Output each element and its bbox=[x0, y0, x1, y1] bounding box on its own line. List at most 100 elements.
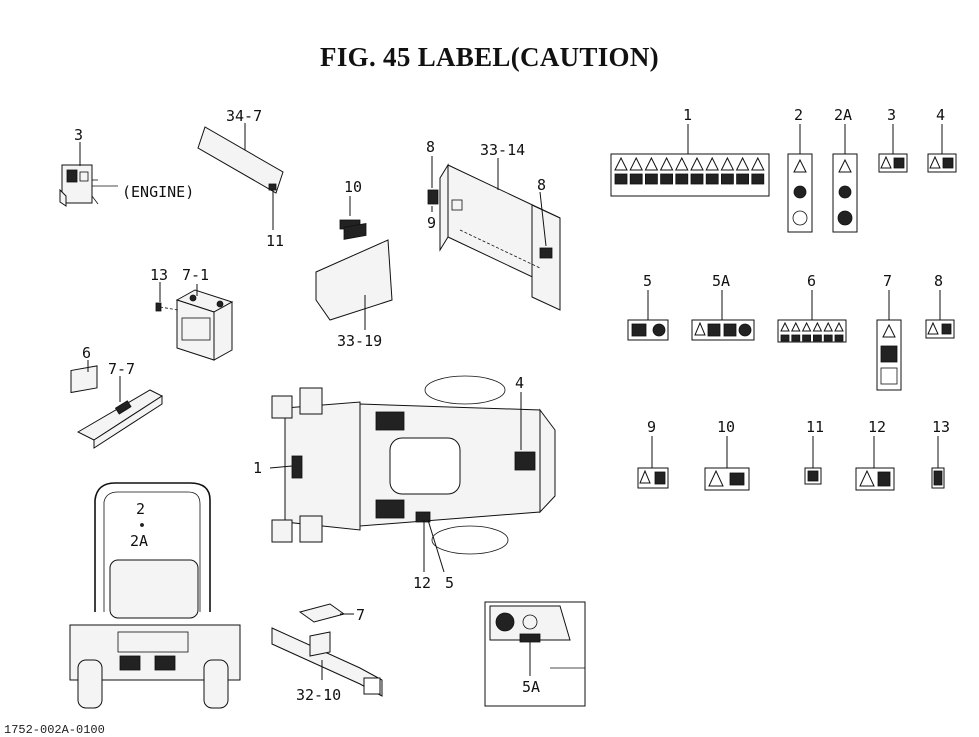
key-2a-number: 2A bbox=[834, 106, 852, 124]
tray-label bbox=[114, 400, 132, 415]
callout-7-1: 7-1 bbox=[182, 266, 209, 284]
callout-mower-1: 1 bbox=[253, 459, 262, 477]
detail-label-5a bbox=[519, 633, 541, 643]
label-key-1: 1 bbox=[610, 106, 770, 197]
engine-bracket bbox=[59, 188, 67, 207]
battery-terminal-a bbox=[189, 294, 197, 302]
mower-deck bbox=[284, 401, 361, 531]
callout-33-19: 33-19 bbox=[337, 332, 382, 350]
callout-10: 10 bbox=[344, 178, 362, 196]
warning-triangle-icon bbox=[801, 321, 812, 332]
mower-label-12 bbox=[415, 511, 431, 523]
callout-34-7: 34-7 bbox=[226, 107, 262, 125]
pictogram-icon bbox=[780, 334, 790, 342]
callout-detail-5a: 5A bbox=[522, 678, 540, 696]
warning-triangle-icon bbox=[674, 156, 689, 171]
key-10-number: 10 bbox=[717, 418, 735, 436]
caster-front-bottom bbox=[271, 519, 293, 543]
label-key-2: 2 bbox=[787, 106, 813, 233]
pictogram-icon bbox=[813, 334, 822, 342]
engine-cap bbox=[79, 171, 89, 182]
mower-label-1 bbox=[291, 455, 303, 479]
tray-group: 6 7-7 bbox=[70, 344, 164, 449]
rear-seat bbox=[109, 559, 199, 619]
panel-label-11 bbox=[268, 183, 277, 191]
key-8-number: 8 bbox=[934, 272, 943, 290]
label-key-8: 8 bbox=[925, 272, 955, 339]
callout-6: 6 bbox=[82, 344, 91, 362]
key-1-number: 1 bbox=[683, 106, 692, 124]
callout-frame-9: 9 bbox=[427, 214, 436, 232]
panel-plate bbox=[197, 126, 284, 194]
key-2-number: 2 bbox=[794, 106, 803, 124]
rops-bar bbox=[94, 482, 211, 612]
pictogram-icon bbox=[705, 173, 719, 185]
callout-32-10: 32-10 bbox=[296, 686, 341, 704]
warning-triangle-icon bbox=[659, 156, 674, 171]
label-key-11: 11 bbox=[804, 418, 824, 485]
label-key-12: 12 bbox=[855, 418, 895, 491]
pictogram-icon bbox=[791, 334, 801, 342]
key-4-number: 4 bbox=[936, 106, 945, 124]
key-5-number: 5 bbox=[643, 272, 652, 290]
panel-34-7: 34-7 11 bbox=[197, 107, 284, 250]
cover-plate bbox=[315, 239, 393, 321]
warning-triangle-icon bbox=[629, 156, 644, 171]
key-5a-number: 5A bbox=[712, 272, 730, 290]
label-key-7: 7 bbox=[876, 272, 902, 391]
callout-mower-5: 5 bbox=[445, 574, 454, 592]
label-key-2a: 2A bbox=[832, 106, 858, 233]
detail-5a-box: 5A bbox=[484, 601, 586, 707]
rear-body bbox=[69, 624, 241, 681]
wheel-rear-bottom bbox=[431, 525, 509, 555]
bracket-group: 7 32-10 bbox=[271, 603, 383, 704]
warning-triangle-icon bbox=[834, 321, 844, 332]
pictogram-icon bbox=[751, 173, 765, 185]
battery-label bbox=[181, 317, 211, 341]
label-key-6: 6 bbox=[777, 272, 847, 343]
label-8-left bbox=[427, 189, 439, 205]
detail-frame bbox=[484, 601, 586, 707]
engine-group: 3 (ENGINE) bbox=[59, 126, 194, 207]
key-12-number: 12 bbox=[868, 418, 886, 436]
key-11-number: 11 bbox=[806, 418, 824, 436]
label-7-sheet bbox=[298, 603, 346, 623]
warning-triangle-icon bbox=[790, 321, 801, 332]
cover-group: 10 33-19 bbox=[315, 178, 393, 350]
mower-lever-bottom bbox=[375, 499, 405, 519]
rear-wheel-left bbox=[77, 659, 103, 709]
callout-7-7: 7-7 bbox=[108, 360, 135, 378]
callout-rops-2a: 2A bbox=[130, 532, 148, 550]
pictogram-icon bbox=[614, 173, 628, 185]
callout-battery-13: 13 bbox=[150, 266, 168, 284]
key-9-number: 9 bbox=[647, 418, 656, 436]
callout-rops-2: 2 bbox=[136, 500, 145, 518]
label-key-5: 5 bbox=[627, 272, 669, 341]
warning-triangle-icon bbox=[812, 321, 823, 332]
mower-label-4 bbox=[514, 451, 536, 471]
pictogram-icon bbox=[660, 173, 673, 185]
battery-side bbox=[213, 301, 233, 361]
mower-seat bbox=[389, 437, 461, 495]
callout-33-14: 33-14 bbox=[480, 141, 525, 159]
warning-triangle-icon bbox=[644, 156, 659, 171]
callout-mower-4: 4 bbox=[515, 374, 524, 392]
callout-engine-3: 3 bbox=[74, 126, 83, 144]
label-6-sheet bbox=[70, 365, 98, 394]
label-key-10: 10 bbox=[704, 418, 750, 491]
bracket-beam bbox=[271, 627, 383, 697]
key-7-number: 7 bbox=[883, 272, 892, 290]
callout-mower-12: 12 bbox=[413, 574, 431, 592]
cover-label bbox=[343, 222, 367, 240]
warning-triangle-icon bbox=[750, 156, 765, 171]
pictogram-icon bbox=[675, 173, 689, 185]
key-3-number: 3 bbox=[887, 106, 896, 124]
key-6-number: 6 bbox=[807, 272, 816, 290]
rops-label-point bbox=[140, 523, 144, 527]
pictogram-icon bbox=[721, 173, 734, 185]
label-key-9: 9 bbox=[637, 418, 669, 489]
engine-label-text: (ENGINE) bbox=[122, 183, 194, 201]
warning-triangle-icon bbox=[780, 321, 790, 332]
warning-triangle-icon bbox=[735, 156, 750, 171]
